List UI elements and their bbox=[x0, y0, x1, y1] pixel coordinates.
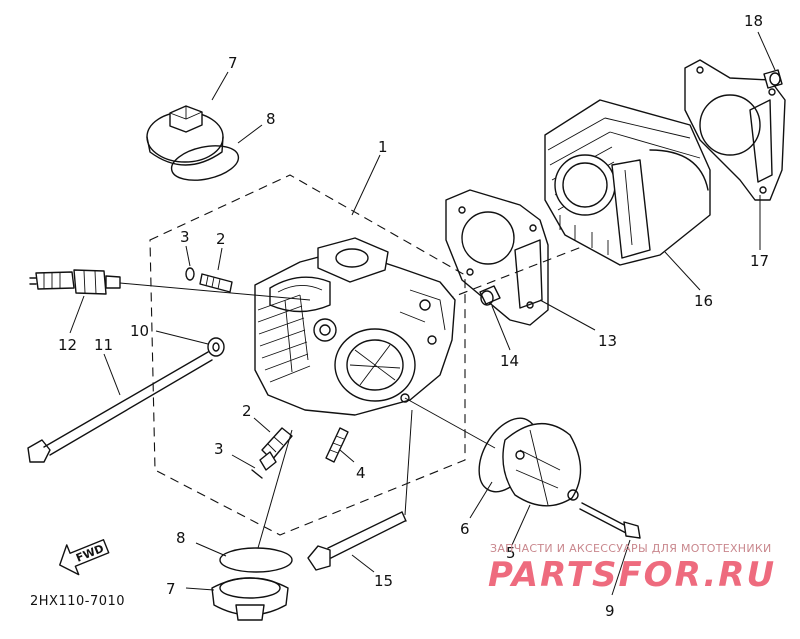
o-ring-top bbox=[170, 145, 240, 181]
cylinder-gasket bbox=[445, 189, 549, 326]
cover-leader-line bbox=[404, 397, 496, 449]
cover-bolt bbox=[579, 502, 641, 539]
label-part-3-upper: 3 bbox=[180, 228, 190, 246]
label-part-16: 16 bbox=[694, 292, 713, 310]
label-part-11: 11 bbox=[94, 336, 113, 354]
base-gasket bbox=[684, 59, 786, 201]
label-part-4: 4 bbox=[356, 464, 366, 482]
label-part-3-lower: 3 bbox=[214, 440, 224, 458]
watermark-subtitle: ЗАПЧАСТИ И АКСЕССУАРЫ ДЛЯ МОТОТЕХНИКИ bbox=[490, 542, 772, 555]
bolt-leader-line bbox=[404, 409, 413, 516]
dowel-pin-upper bbox=[185, 267, 195, 281]
spark-plug-leader-line bbox=[119, 282, 311, 301]
threaded-stud bbox=[325, 427, 349, 463]
fwd-label: FWD bbox=[74, 542, 106, 565]
oil-filler-cap-lower bbox=[211, 577, 289, 621]
label-part-8-top: 8 bbox=[266, 110, 276, 128]
cylinder-bolt-lower bbox=[307, 511, 407, 571]
label-part-18: 18 bbox=[744, 12, 763, 30]
oil-filler-cap-top bbox=[146, 105, 224, 166]
cylinder-head bbox=[254, 237, 456, 416]
label-part-14: 14 bbox=[500, 352, 519, 370]
forward-arrow-icon: FWD bbox=[59, 539, 110, 576]
label-part-10: 10 bbox=[130, 322, 149, 340]
label-part-7-lower: 7 bbox=[166, 580, 176, 598]
label-part-12: 12 bbox=[58, 336, 77, 354]
diagram-code: 2HX110-7010 bbox=[30, 594, 125, 609]
stud-bolt-lower bbox=[259, 427, 293, 471]
side-cover bbox=[502, 422, 582, 507]
label-part-15: 15 bbox=[374, 572, 393, 590]
cylinder-block bbox=[544, 99, 711, 266]
label-part-9: 9 bbox=[605, 602, 615, 620]
spark-plug bbox=[29, 269, 121, 295]
label-part-2-upper: 2 bbox=[216, 230, 226, 248]
stud-bolt-upper bbox=[199, 273, 233, 293]
o-ring-lower bbox=[219, 547, 293, 573]
label-part-5: 5 bbox=[506, 544, 516, 562]
label-part-7-top: 7 bbox=[228, 54, 238, 72]
dowel-pin-base bbox=[763, 69, 783, 89]
label-part-2-lower: 2 bbox=[242, 402, 252, 420]
label-part-6: 6 bbox=[460, 520, 470, 538]
long-bolt bbox=[27, 351, 213, 463]
label-part-1: 1 bbox=[378, 138, 388, 156]
label-part-13: 13 bbox=[598, 332, 617, 350]
label-part-8-lower: 8 bbox=[176, 529, 186, 547]
dowel-pin-lower bbox=[251, 469, 263, 479]
watermark-brand: PARTSFOR.RU bbox=[488, 555, 776, 595]
label-part-17: 17 bbox=[750, 252, 769, 270]
assembly-boundary bbox=[149, 174, 466, 536]
dowel-pin-gasket bbox=[479, 285, 501, 306]
cap-leader-line bbox=[257, 429, 293, 549]
washer bbox=[207, 337, 225, 357]
label-leaders bbox=[69, 31, 776, 596]
